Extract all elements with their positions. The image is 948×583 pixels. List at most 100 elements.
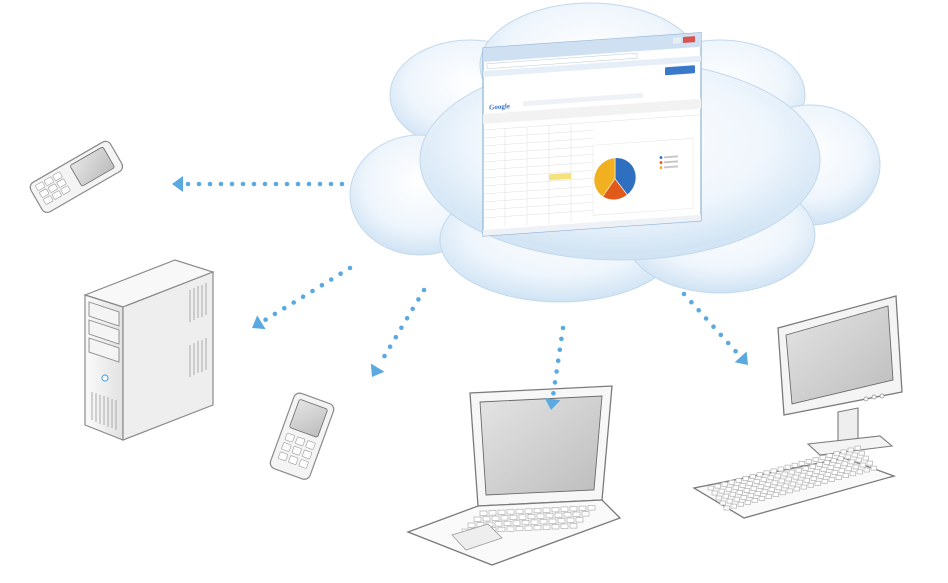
desktop-key bbox=[840, 449, 847, 455]
arrow-to-phone-top-left bbox=[172, 176, 345, 192]
desktop-key bbox=[777, 466, 784, 472]
laptop-key bbox=[506, 526, 515, 532]
desktop-key bbox=[723, 505, 730, 511]
desktop-key bbox=[739, 483, 746, 488]
arrow-head bbox=[172, 176, 183, 192]
arrow-dot bbox=[711, 324, 716, 330]
desktop-key bbox=[744, 499, 751, 505]
phone-keypad bbox=[35, 171, 71, 205]
laptop-key bbox=[563, 512, 572, 518]
arrow-dot bbox=[310, 288, 315, 294]
close-icon bbox=[683, 36, 695, 44]
legend-label-3 bbox=[664, 165, 678, 169]
desktop-key bbox=[823, 460, 830, 465]
desktop-key bbox=[851, 452, 858, 458]
desktop-key bbox=[725, 486, 732, 492]
arrow-dot bbox=[272, 311, 278, 317]
laptop-key bbox=[521, 519, 530, 526]
desktop-key bbox=[747, 493, 754, 498]
desktop-key bbox=[831, 470, 838, 475]
laptop-key bbox=[536, 513, 545, 519]
laptop-key bbox=[578, 505, 587, 511]
desktop-key bbox=[866, 460, 873, 466]
laptop-key bbox=[545, 513, 554, 519]
browser-button bbox=[665, 65, 695, 76]
laptop-key bbox=[533, 507, 542, 514]
arrow-dot bbox=[416, 297, 421, 302]
arrow-dot bbox=[229, 181, 235, 187]
arrow-dot bbox=[718, 332, 724, 338]
browser-window: Google bbox=[482, 32, 702, 237]
desktop-key bbox=[870, 465, 877, 471]
arrow-to-laptop bbox=[544, 325, 566, 410]
arrow-dot bbox=[196, 181, 202, 187]
arrow-dot bbox=[703, 316, 709, 321]
desktop-key bbox=[859, 462, 866, 468]
legend-label-2 bbox=[664, 160, 678, 164]
laptop-key bbox=[527, 513, 536, 520]
desktop-keyboard-keys bbox=[707, 445, 877, 511]
desktop-key bbox=[733, 496, 740, 502]
laptop-key bbox=[497, 509, 506, 515]
browser-toolbar bbox=[483, 55, 701, 77]
spreadsheet-grid bbox=[483, 114, 701, 227]
laptop-key bbox=[497, 526, 506, 533]
desktop-key bbox=[761, 489, 768, 494]
desktop-key bbox=[751, 498, 758, 503]
desktop-key bbox=[833, 451, 840, 457]
desktop-key bbox=[750, 486, 757, 491]
desktop-key bbox=[842, 473, 849, 479]
connection-arrows bbox=[172, 176, 748, 410]
laptop-screen bbox=[479, 395, 603, 496]
desktop-key bbox=[803, 477, 810, 483]
desktop-key bbox=[764, 482, 771, 488]
desktop-key bbox=[782, 483, 789, 489]
desktop-key bbox=[781, 471, 788, 477]
arrow-dot bbox=[681, 291, 687, 297]
desktop-key bbox=[863, 467, 870, 473]
desktop-key bbox=[845, 466, 852, 472]
desktop-key bbox=[855, 457, 862, 463]
laptop-key bbox=[557, 518, 566, 524]
arrow-dot bbox=[328, 181, 334, 187]
desktop-key bbox=[821, 479, 828, 484]
desktop-key bbox=[858, 450, 865, 456]
desktop-key bbox=[809, 464, 816, 469]
address-bar bbox=[486, 52, 638, 69]
laptop-key bbox=[491, 515, 500, 521]
legend-swatch-2 bbox=[659, 161, 663, 164]
desktop-key bbox=[737, 501, 744, 507]
desktop-key bbox=[802, 465, 809, 471]
phone-center bbox=[269, 392, 335, 480]
phone-screen bbox=[70, 146, 115, 187]
desktop-key bbox=[807, 482, 814, 488]
browser-status-bar bbox=[483, 214, 701, 236]
desktop-key bbox=[792, 474, 799, 480]
arrow-dot bbox=[557, 347, 563, 353]
desktop-key bbox=[789, 481, 796, 487]
arrow-to-server-tower bbox=[252, 265, 353, 330]
arrow-dot bbox=[339, 181, 345, 187]
desktop-key bbox=[740, 494, 747, 500]
desktop-key bbox=[820, 467, 827, 472]
arrow-head bbox=[252, 315, 266, 330]
desktop-key bbox=[757, 484, 764, 489]
desktop-key bbox=[812, 457, 819, 462]
desktop-key bbox=[837, 456, 844, 462]
laptop-key bbox=[569, 523, 578, 529]
desktop-key bbox=[798, 460, 805, 466]
desktop-key bbox=[770, 468, 777, 474]
desktop-key bbox=[844, 454, 851, 460]
laptop-key bbox=[467, 522, 476, 528]
phone-top-left bbox=[29, 140, 124, 214]
arrow-dot bbox=[382, 353, 387, 359]
desktop-key bbox=[847, 447, 854, 453]
desktop-key bbox=[721, 481, 728, 487]
desktop-key bbox=[779, 490, 786, 496]
desktop-key bbox=[771, 480, 778, 486]
desktop-key bbox=[862, 455, 869, 461]
desktop-key bbox=[852, 464, 859, 470]
desktop-key bbox=[786, 488, 793, 494]
monitor-stand bbox=[837, 407, 859, 443]
